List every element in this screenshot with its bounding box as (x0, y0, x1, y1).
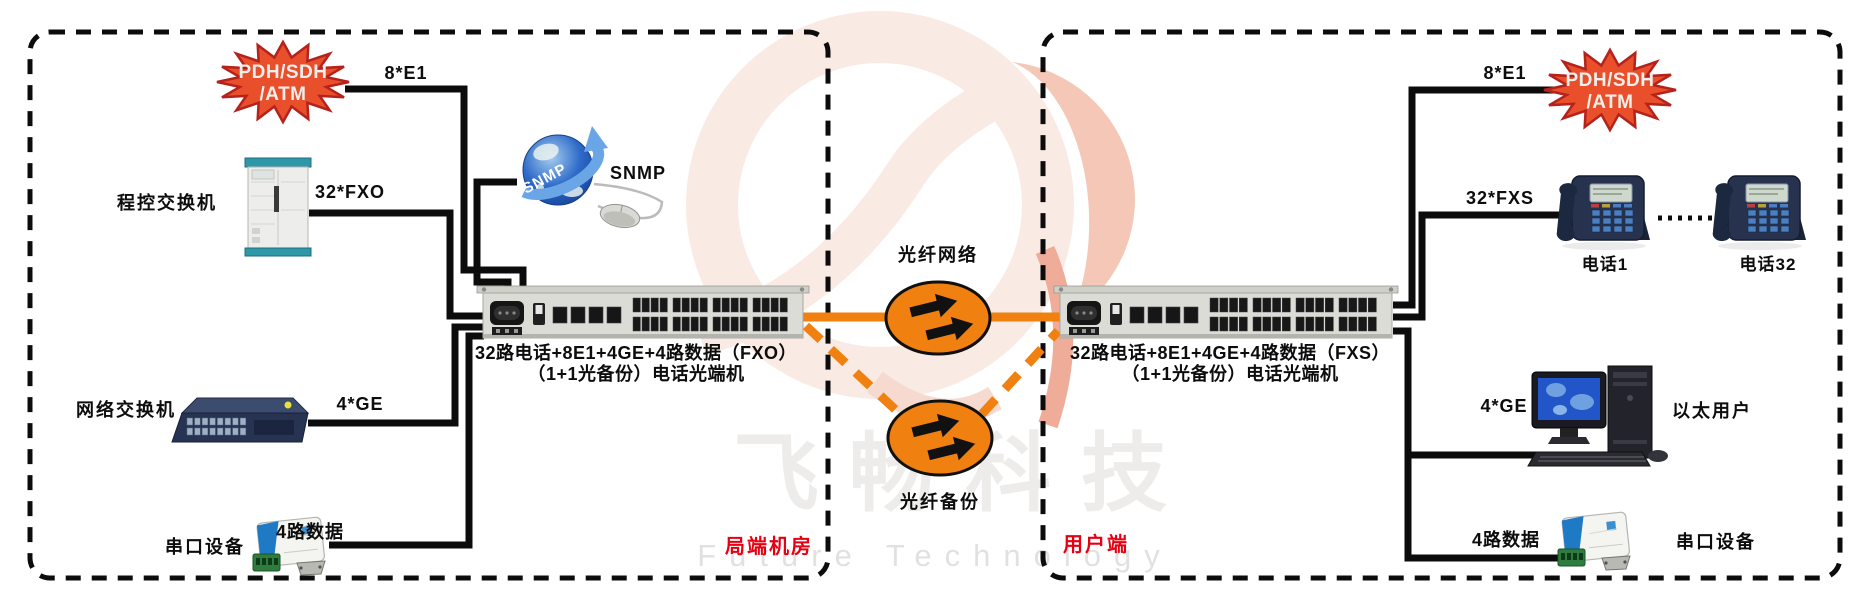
phone1-label: 电话1 (1581, 255, 1629, 274)
line-data-left (329, 332, 484, 549)
line-e1-right (1393, 86, 1556, 309)
fiber-backup-line-left (802, 322, 904, 418)
mux-label-right: 32路电话+8E1+4GE+4路数据（FXS） （1+1光备份）电话光端机 (1030, 343, 1430, 385)
line-e1-left (345, 85, 527, 291)
mux-label-left-line2: （1+1光备份）电话光端机 (527, 364, 745, 384)
fiber-backup-node (886, 399, 994, 477)
phone-32 (1709, 175, 1807, 251)
link-label-32fxs: 32*FXS (1465, 188, 1535, 208)
link-label-8e1-left: 8*E1 (384, 63, 428, 83)
fiber-main-node (884, 280, 992, 356)
serial-device-right (1557, 511, 1631, 571)
line-ge-left (308, 323, 484, 427)
watermark-en-text: Future Technology (697, 538, 1172, 573)
fiber-main-label: 光纤网络 (898, 245, 978, 265)
link-label-8e1-right: 8*E1 (1483, 63, 1527, 83)
snmp-label: SNMP (609, 163, 666, 183)
zone-label-right: 用户端 (1063, 534, 1129, 556)
link-label-4data-left: 4路数据 (275, 522, 344, 542)
line-fxs (1393, 211, 1562, 321)
line-fxo (309, 209, 484, 320)
pdh-sdh-atm-burst-right: PDH/SDH /ATM (1543, 47, 1677, 133)
burst-right-line2: /ATM (1586, 92, 1633, 113)
right-zone-border (1040, 29, 1843, 581)
mux-rack-right (1053, 285, 1399, 339)
snmp-globe-illustration: SNMP (520, 126, 664, 229)
serial-label-left: 串口设备 (165, 537, 245, 557)
link-label-4ge-left: 4*GE (336, 394, 384, 414)
pdh-sdh-atm-burst-left: PDH/SDH /ATM (216, 39, 350, 125)
fiber-backup-label: 光纤备份 (900, 492, 980, 512)
phone32-label: 电话32 (1739, 255, 1797, 274)
ethernet-user-label: 以太用户 (1672, 401, 1752, 421)
line-data-right (1404, 455, 1560, 562)
mux-label-left: 32路电话+8E1+4GE+4路数据（FXO） （1+1光备份）电话光端机 (436, 343, 836, 385)
left-zone-border (27, 29, 831, 581)
burst-left-line1: PDH/SDH (238, 62, 327, 83)
burst-left-line2: /ATM (259, 84, 306, 105)
switch-label: 网络交换机 (76, 400, 176, 420)
pbx-label: 程控交换机 (117, 193, 217, 213)
lan-switch-illustration (171, 397, 310, 443)
ethernet-user-computer-illustration (1527, 365, 1668, 467)
pbx-cabinet-illustration (244, 157, 312, 257)
burst-right-line1: PDH/SDH (1565, 70, 1654, 91)
mux-rack-left (476, 285, 810, 339)
phone-1 (1553, 175, 1651, 251)
link-label-4data-right: 4路数据 (1471, 530, 1540, 550)
mux-label-left-line1: 32路电话+8E1+4GE+4路数据（FXO） (474, 343, 798, 363)
fiber-backup-line-right (978, 327, 1062, 418)
link-label-32fxo: 32*FXO (314, 182, 386, 202)
line-ge-right (1393, 327, 1536, 459)
mux-label-right-line1: 32路电话+8E1+4GE+4路数据（FXS） (1069, 343, 1391, 363)
mux-label-right-line2: （1+1光备份）电话光端机 (1121, 364, 1339, 384)
line-snmp (473, 178, 517, 291)
zone-label-left: 局端机房 (725, 536, 813, 558)
link-label-4ge-right: 4*GE (1480, 396, 1528, 416)
serial-label-right: 串口设备 (1676, 532, 1756, 552)
